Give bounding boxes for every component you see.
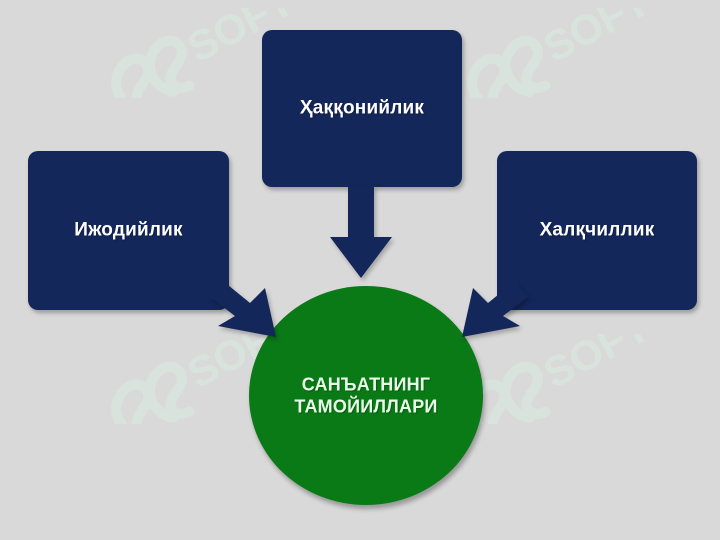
watermark-mark: SOFT [440,8,650,98]
node-box-right: Халқчиллик [497,151,697,310]
node-box-top: Ҳаққонийлик [262,30,462,187]
center-label-line-2: ТАМОЙИЛЛАРИ [294,396,438,417]
node-label-left: Ижодийлик [74,219,183,241]
node-label-top: Ҳаққонийлик [299,97,425,119]
watermark-text: SOFT [536,8,650,71]
arrow-top [330,186,392,278]
watermark-text: SOFT [536,334,650,397]
center-label: САНЪАТНИНГ ТАМОЙИЛЛАРИ [271,373,461,418]
center-label-line-1: САНЪАТНИНГ [301,374,431,394]
center-circle: САНЪАТНИНГ ТАМОЙИЛЛАРИ [249,286,483,505]
arrow-right [462,281,528,337]
arrow-left [210,281,276,337]
node-box-left: Ижодийлик [28,151,229,310]
node-label-right: Халқчиллик [539,219,655,241]
